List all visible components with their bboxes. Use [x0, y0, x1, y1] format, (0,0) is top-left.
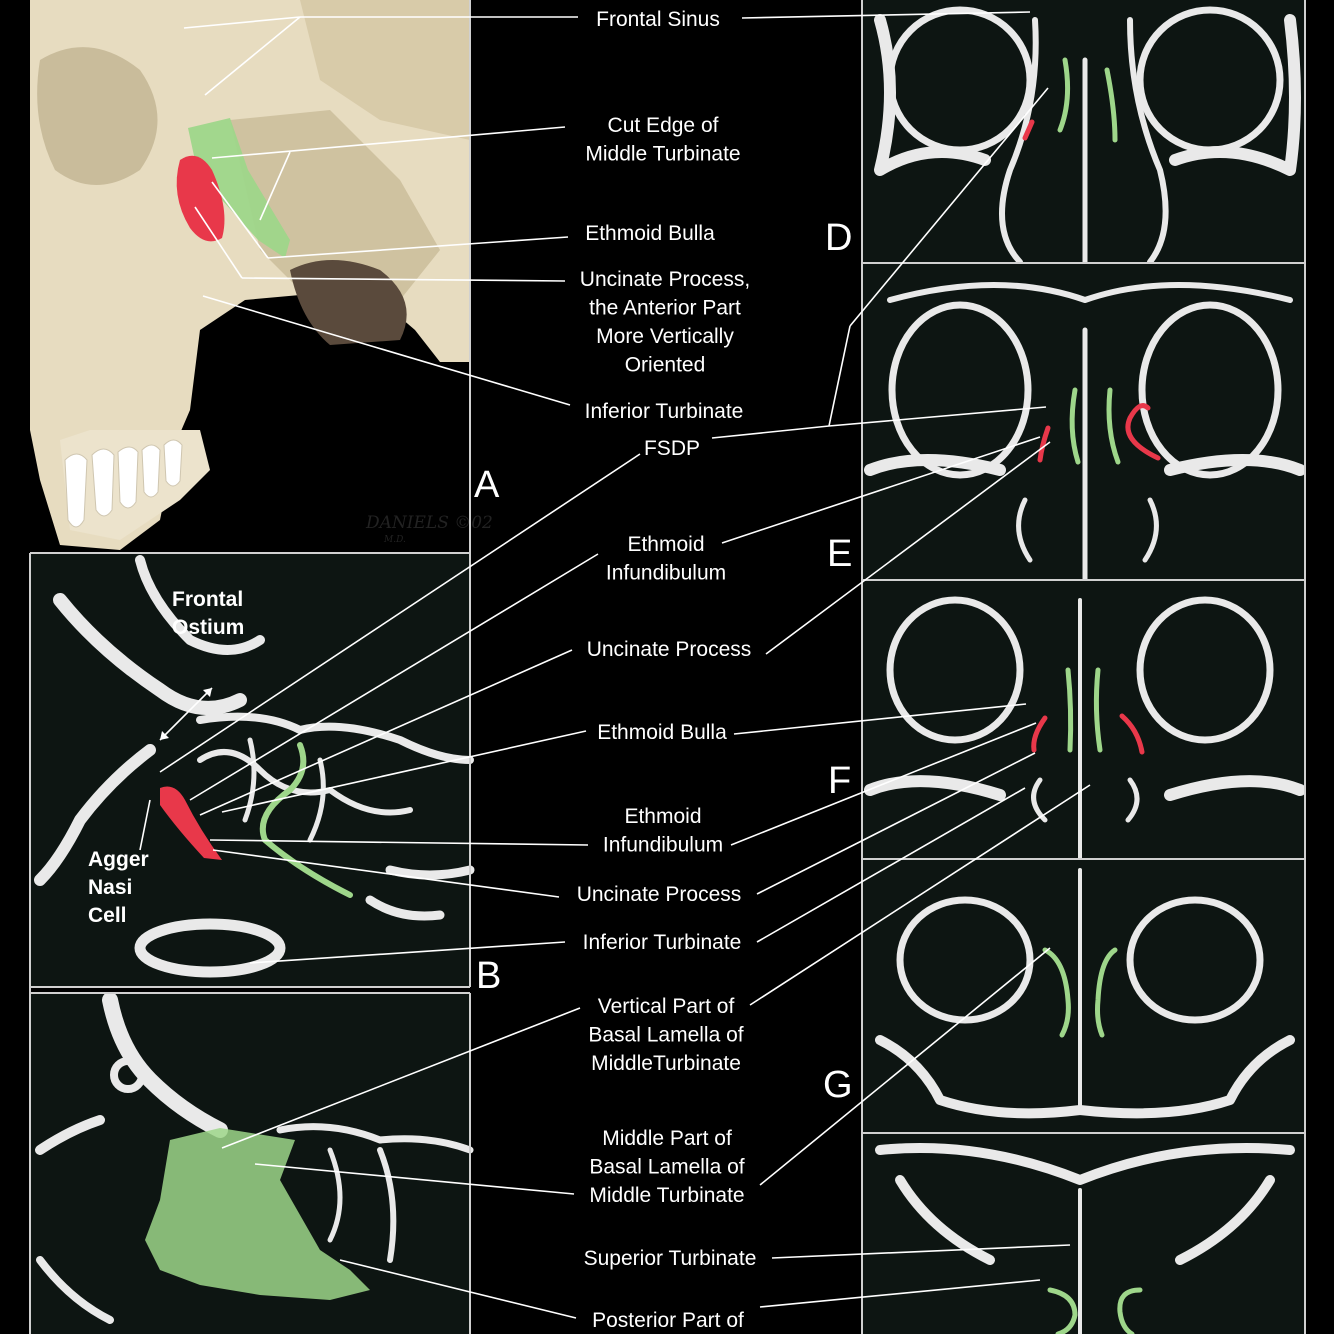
label-line: MiddleTurbinate: [591, 1052, 741, 1075]
label-line: Oriented: [625, 354, 706, 377]
label-line: Uncinate Process: [577, 883, 742, 906]
label-frontal-sinus: Frontal Sinus: [596, 8, 720, 31]
panel-c-sagittal-ct: [30, 992, 474, 1334]
label-line: Cell: [88, 904, 127, 927]
panel-g-coronal-ct: [862, 860, 1305, 1132]
label-line: Infundibulum: [606, 562, 726, 585]
panel-a-skull: [30, 0, 470, 553]
label-uncinate-process: Uncinate Process: [587, 638, 752, 661]
label-line: Ostium: [172, 616, 244, 639]
label-uncinate-process-2: Uncinate Process: [577, 883, 742, 906]
panel-e-coronal-ct: [862, 264, 1306, 582]
panel-letter-e: E: [827, 533, 852, 575]
panel-letter-a: A: [474, 464, 500, 506]
label-ethmoid-bulla: Ethmoid Bulla: [585, 222, 715, 245]
label-line: Ethmoid Bulla: [597, 721, 727, 744]
label-vertical-basal-lamella: Vertical Part of Basal Lamella of MiddleTu…: [588, 995, 743, 1075]
label-line: FSDP: [644, 437, 700, 460]
label-line: Posterior Part of: [592, 1309, 744, 1332]
label-line: Frontal: [172, 588, 243, 611]
panel-letter-b: B: [476, 955, 501, 997]
label-line: Inferior Turbinate: [585, 400, 744, 423]
label-line: Vertical Part of: [598, 995, 735, 1018]
leader-lines: [159, 11, 1091, 1319]
label-line: Middle Turbinate: [589, 1184, 744, 1207]
label-middle-basal-lamella: Middle Part of Basal Lamella of Middle Tur…: [589, 1127, 744, 1207]
label-line: Inferior Turbinate: [583, 931, 742, 954]
label-line: Agger: [88, 848, 149, 871]
signature-text: DANIELS ©02: [365, 513, 493, 533]
label-line: the Anterior Part: [589, 297, 741, 320]
panel-letter-g: G: [823, 1064, 853, 1106]
panel-h-coronal-ct: [862, 1134, 1305, 1334]
panel-borders: [29, 0, 1306, 1334]
panel-letter-f: F: [828, 760, 851, 802]
signature-sub: M.D.: [383, 535, 406, 545]
label-posterior-part: Posterior Part of: [592, 1309, 744, 1332]
label-line: Middle Part of: [602, 1127, 732, 1150]
annotation-labels: Frontal Sinus Cut Edge of Middle Turbinat…: [577, 8, 757, 1332]
label-line: Ethmoid: [624, 805, 701, 828]
panel-letters: A B D E F G: [474, 217, 853, 1106]
label-line: More Vertically: [596, 325, 734, 348]
label-line: Ethmoid Bulla: [585, 222, 715, 245]
label-line: Uncinate Process: [587, 638, 752, 661]
label-line: Infundibulum: [603, 834, 723, 857]
label-line: Ethmoid: [627, 533, 704, 556]
label-line: Middle Turbinate: [585, 143, 740, 166]
label-line: Uncinate Process,: [580, 268, 750, 291]
label-line: Frontal Sinus: [596, 8, 720, 31]
label-inferior-turbinate-2: Inferior Turbinate: [583, 931, 742, 954]
panel-b-sagittal-ct: [30, 553, 475, 987]
label-cut-edge-middle-turbinate: Cut Edge of Middle Turbinate: [585, 114, 740, 166]
label-line: Superior Turbinate: [584, 1247, 757, 1270]
label-fsdp: FSDP: [644, 437, 700, 460]
panel-letter-d: D: [825, 217, 852, 259]
label-inferior-turbinate: Inferior Turbinate: [585, 400, 744, 423]
label-line: Nasi: [88, 876, 132, 899]
label-superior-turbinate: Superior Turbinate: [584, 1247, 757, 1270]
artist-signature: DANIELS ©02 M.D.: [365, 513, 493, 545]
panel-d-coronal-ct: [862, 0, 1305, 265]
label-ethmoid-bulla-2: Ethmoid Bulla: [597, 721, 727, 744]
label-line: Basal Lamella of: [588, 1024, 743, 1047]
panel-f-coronal-ct: [862, 581, 1306, 860]
label-line: Cut Edge of: [608, 114, 719, 137]
label-line: Basal Lamella of: [589, 1156, 744, 1179]
